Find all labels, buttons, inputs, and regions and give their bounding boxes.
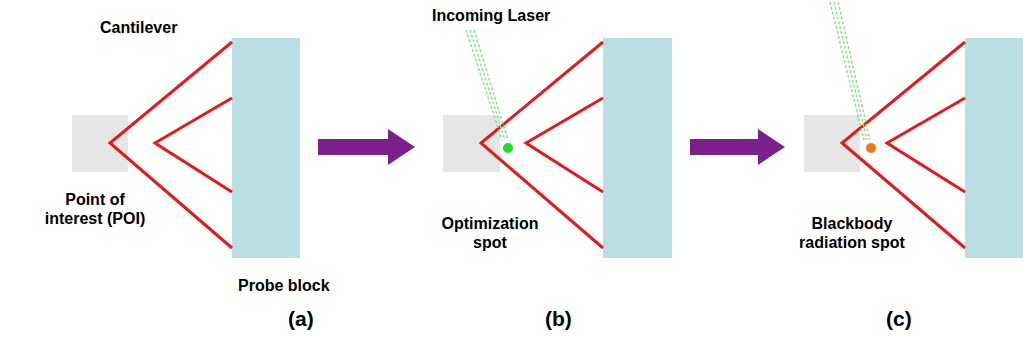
blackbody-spot — [866, 143, 876, 153]
part-label: Probe block — [238, 276, 330, 295]
panel-label: (a) — [288, 306, 314, 331]
cantilever-inner — [526, 98, 603, 192]
poi-square — [443, 115, 500, 172]
probe-block — [603, 38, 672, 258]
laser-beam — [830, 2, 870, 140]
process-arrow — [318, 129, 415, 165]
part-label: Point of interest (POI) — [35, 190, 155, 228]
cantilever-inner — [887, 98, 965, 192]
probe-block — [965, 38, 1023, 258]
part-label: Cantilever — [100, 18, 177, 37]
cantilever-inner — [155, 98, 232, 192]
laser-beam — [466, 30, 508, 140]
process-arrow — [690, 129, 785, 165]
poi-square — [804, 115, 860, 172]
probe-block — [232, 38, 300, 258]
part-label: Incoming Laser — [432, 6, 550, 25]
panel-label: (b) — [545, 306, 572, 331]
part-label: Optimization spot — [430, 214, 550, 252]
panel-label: (c) — [886, 306, 912, 331]
poi-square — [72, 115, 128, 172]
optimization-spot — [503, 143, 513, 153]
part-label: Blackbody radiation spot — [790, 214, 914, 252]
